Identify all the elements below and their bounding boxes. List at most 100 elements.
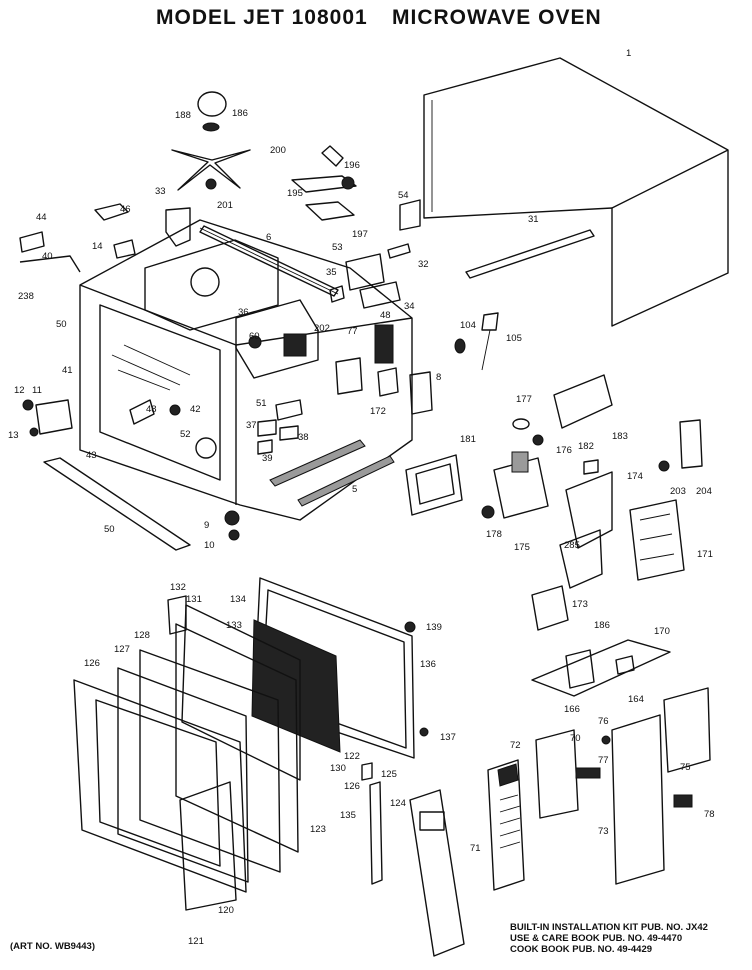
part-label: 44 bbox=[36, 212, 47, 223]
part-label: 164 bbox=[628, 694, 644, 705]
part-label: 173 bbox=[572, 599, 588, 610]
pub-line: BUILT-IN INSTALLATION KIT PUB. NO. JX42 bbox=[510, 922, 708, 933]
part-label: 238 bbox=[18, 291, 34, 302]
part-label: 43 bbox=[86, 450, 97, 461]
part-label: 127 bbox=[114, 644, 130, 655]
panel-bracket bbox=[601, 687, 711, 885]
part-label: 124 bbox=[390, 798, 406, 809]
part-label: 172 bbox=[370, 406, 386, 417]
part-label: 176 bbox=[556, 445, 572, 456]
part-label: 135 bbox=[340, 810, 356, 821]
transformer-area bbox=[629, 419, 703, 581]
part-label: 11 bbox=[32, 385, 42, 396]
part-label: 35 bbox=[326, 267, 337, 278]
part-label: 48 bbox=[380, 310, 391, 321]
fan-motor-plate bbox=[531, 585, 671, 697]
part-label: 32 bbox=[418, 259, 429, 270]
part-label: 123 bbox=[310, 824, 326, 835]
publication-list: BUILT-IN INSTALLATION KIT PUB. NO. JX42 … bbox=[510, 922, 708, 955]
part-label: 10 bbox=[204, 540, 215, 551]
control-panel bbox=[409, 789, 465, 957]
part-label: 166 bbox=[564, 704, 580, 715]
part-label: 183 bbox=[612, 431, 628, 442]
part-label: 170 bbox=[654, 626, 670, 637]
part-label: 131 bbox=[186, 594, 202, 605]
part-label: 139 bbox=[426, 622, 442, 633]
part-label: 41 bbox=[62, 365, 73, 376]
part-label: 77 bbox=[598, 755, 609, 766]
model-title: MODEL JET 108001 bbox=[156, 6, 368, 29]
part-label: 60 bbox=[249, 331, 260, 342]
part-label: 78 bbox=[704, 809, 715, 820]
part-label: 196 bbox=[344, 160, 360, 171]
part-label: 126 bbox=[84, 658, 100, 669]
part-label: 128 bbox=[134, 630, 150, 641]
cord-parts bbox=[454, 312, 499, 371]
part-label: 75 bbox=[680, 762, 691, 773]
mid-brackets bbox=[329, 199, 421, 309]
bottom-small bbox=[224, 510, 240, 541]
upper-left-parts bbox=[19, 203, 191, 273]
part-label: 37 bbox=[246, 420, 257, 431]
part-label: 9 bbox=[204, 520, 209, 531]
pub-line: COOK BOOK PUB. NO. 49-4429 bbox=[510, 944, 653, 955]
part-label: 203 bbox=[670, 486, 686, 497]
part-label: 31 bbox=[528, 214, 539, 225]
part-label: 76 bbox=[598, 716, 609, 727]
part-label: 197 bbox=[352, 229, 368, 240]
part-label: 204 bbox=[696, 486, 712, 497]
part-label: 201 bbox=[217, 200, 233, 211]
part-label: 202 bbox=[314, 323, 330, 334]
part-label: 14 bbox=[92, 241, 103, 252]
control-board bbox=[487, 729, 601, 891]
part-label: 42 bbox=[190, 404, 201, 415]
part-label: 171 bbox=[697, 549, 713, 560]
part-label: 39 bbox=[262, 453, 273, 464]
rails bbox=[199, 225, 595, 297]
part-label: 36 bbox=[238, 307, 249, 318]
waveguide bbox=[559, 471, 613, 589]
interlock-parts bbox=[195, 399, 303, 459]
part-label: 77 bbox=[347, 326, 358, 337]
part-label: 130 bbox=[330, 763, 346, 774]
part-label: 52 bbox=[180, 429, 191, 440]
part-label: 12 bbox=[14, 385, 25, 396]
part-number-labels: 1 186 188 200 196 195 197 201 33 46 44 1… bbox=[8, 48, 715, 947]
part-label: 51 bbox=[256, 398, 267, 409]
part-label: 182 bbox=[578, 441, 594, 452]
part-label: 181 bbox=[460, 434, 476, 445]
part-label: 125 bbox=[381, 769, 397, 780]
part-label: 34 bbox=[404, 301, 415, 312]
light-assembly bbox=[291, 145, 357, 221]
pub-line: USE & CARE BOOK PUB. NO. 49-4470 bbox=[510, 933, 683, 944]
product-title: MICROWAVE OVEN bbox=[392, 6, 602, 29]
part-label: 72 bbox=[510, 740, 521, 751]
part-label: 121 bbox=[188, 936, 204, 947]
part-label: 177 bbox=[516, 394, 532, 405]
door-assembly bbox=[73, 577, 429, 911]
diagram-title: MODEL JET 108001 MICROWAVE OVEN bbox=[0, 6, 752, 36]
part-label: 53 bbox=[332, 242, 343, 253]
part-label: 38 bbox=[298, 432, 309, 443]
part-label: 70 bbox=[570, 733, 581, 744]
part-label: 104 bbox=[460, 320, 476, 331]
part-label: 50 bbox=[104, 524, 115, 535]
part-label: 46 bbox=[120, 204, 131, 215]
part-label: 200 bbox=[270, 145, 286, 156]
part-label: 6 bbox=[266, 232, 271, 243]
magnetron-area bbox=[405, 374, 613, 516]
art-number: (ART NO. WB9443) bbox=[10, 941, 95, 952]
part-label: 73 bbox=[598, 826, 609, 837]
part-label: 13 bbox=[8, 430, 19, 441]
part-label: 186 bbox=[232, 108, 248, 119]
switches-side bbox=[335, 324, 433, 415]
part-label: 195 bbox=[287, 188, 303, 199]
part-label: 178 bbox=[486, 529, 502, 540]
part-label: 174 bbox=[627, 471, 643, 482]
bottom-plate bbox=[43, 457, 191, 551]
part-label: 122 bbox=[344, 751, 360, 762]
part-label: 132 bbox=[170, 582, 186, 593]
blower-assembly bbox=[235, 299, 319, 379]
part-label: 134 bbox=[230, 594, 246, 605]
